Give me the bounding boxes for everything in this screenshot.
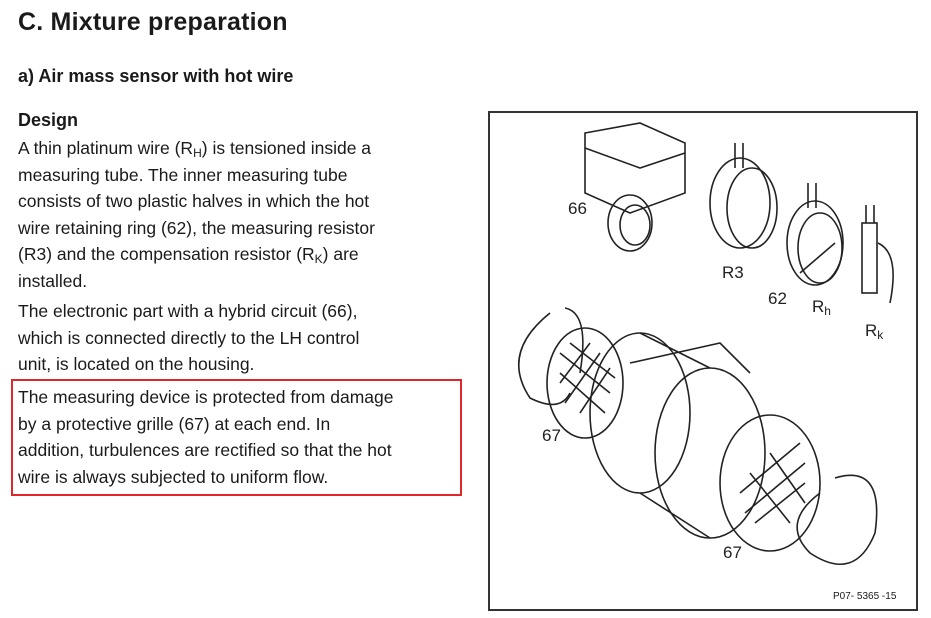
- hybrid-circuit-housing: [584, 122, 686, 252]
- highlight-box: [11, 379, 462, 496]
- label-66: 66: [568, 199, 587, 218]
- label-rk: Rk: [865, 321, 884, 342]
- design-heading: Design: [18, 110, 79, 130]
- grille-right: [719, 414, 821, 552]
- hot-wire-ring-62: [786, 183, 844, 286]
- paragraph-design: A thin platinum wire (RH) is tensioned i…: [18, 138, 375, 291]
- air-mass-sensor-diagram: 66 R3 62 Rh Rk 67 67 P07- 5365 -15: [488, 111, 918, 611]
- paragraph-electronics: The electronic part with a hybrid circui…: [18, 301, 360, 374]
- compensation-resistor-rk: [861, 205, 894, 304]
- page-title: C. Mixture preparation: [18, 8, 288, 36]
- label-67-left: 67: [542, 426, 561, 445]
- clip-left: [517, 307, 584, 406]
- section-subtitle: a) Air mass sensor with hot wire: [18, 66, 294, 86]
- grille-left: [546, 327, 624, 439]
- label-rh: Rh: [812, 297, 831, 318]
- label-62: 62: [768, 289, 787, 308]
- paragraph-protection: The measuring device is protected from d…: [18, 387, 394, 487]
- label-r3: R3: [722, 263, 744, 282]
- clip-right: [796, 474, 878, 565]
- measuring-ring-r3: [709, 143, 778, 249]
- figure-code: P07- 5365 -15: [833, 591, 897, 602]
- housing-body: [589, 332, 766, 539]
- label-67-right: 67: [723, 543, 742, 562]
- exploded-view-drawing: [517, 122, 894, 565]
